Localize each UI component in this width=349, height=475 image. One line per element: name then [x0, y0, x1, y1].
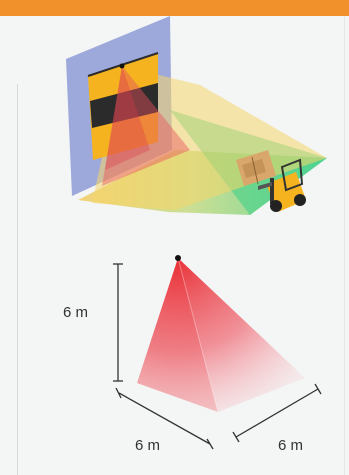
frame-left-rule [17, 84, 18, 475]
door-icon [87, 52, 159, 160]
sensor-icon [175, 255, 181, 261]
range-cone-left-face [137, 258, 218, 412]
sensor-icon [119, 63, 125, 69]
width-dimension-line-left [115, 387, 214, 450]
frame-right-rule [344, 16, 345, 475]
range-cone [137, 258, 305, 412]
field-cone-red-inner [105, 66, 150, 170]
width-label-right: 6 m [278, 437, 304, 454]
width-dimension-line-right [232, 383, 322, 443]
height-label: 6 m [63, 304, 89, 321]
field-cone-red [102, 66, 190, 186]
forklift-icon [236, 150, 306, 212]
height-dimension-line [113, 263, 123, 382]
width-label-left: 6 m [135, 437, 161, 454]
top-accent-bar [0, 0, 349, 16]
detection-field-scene [66, 16, 327, 215]
